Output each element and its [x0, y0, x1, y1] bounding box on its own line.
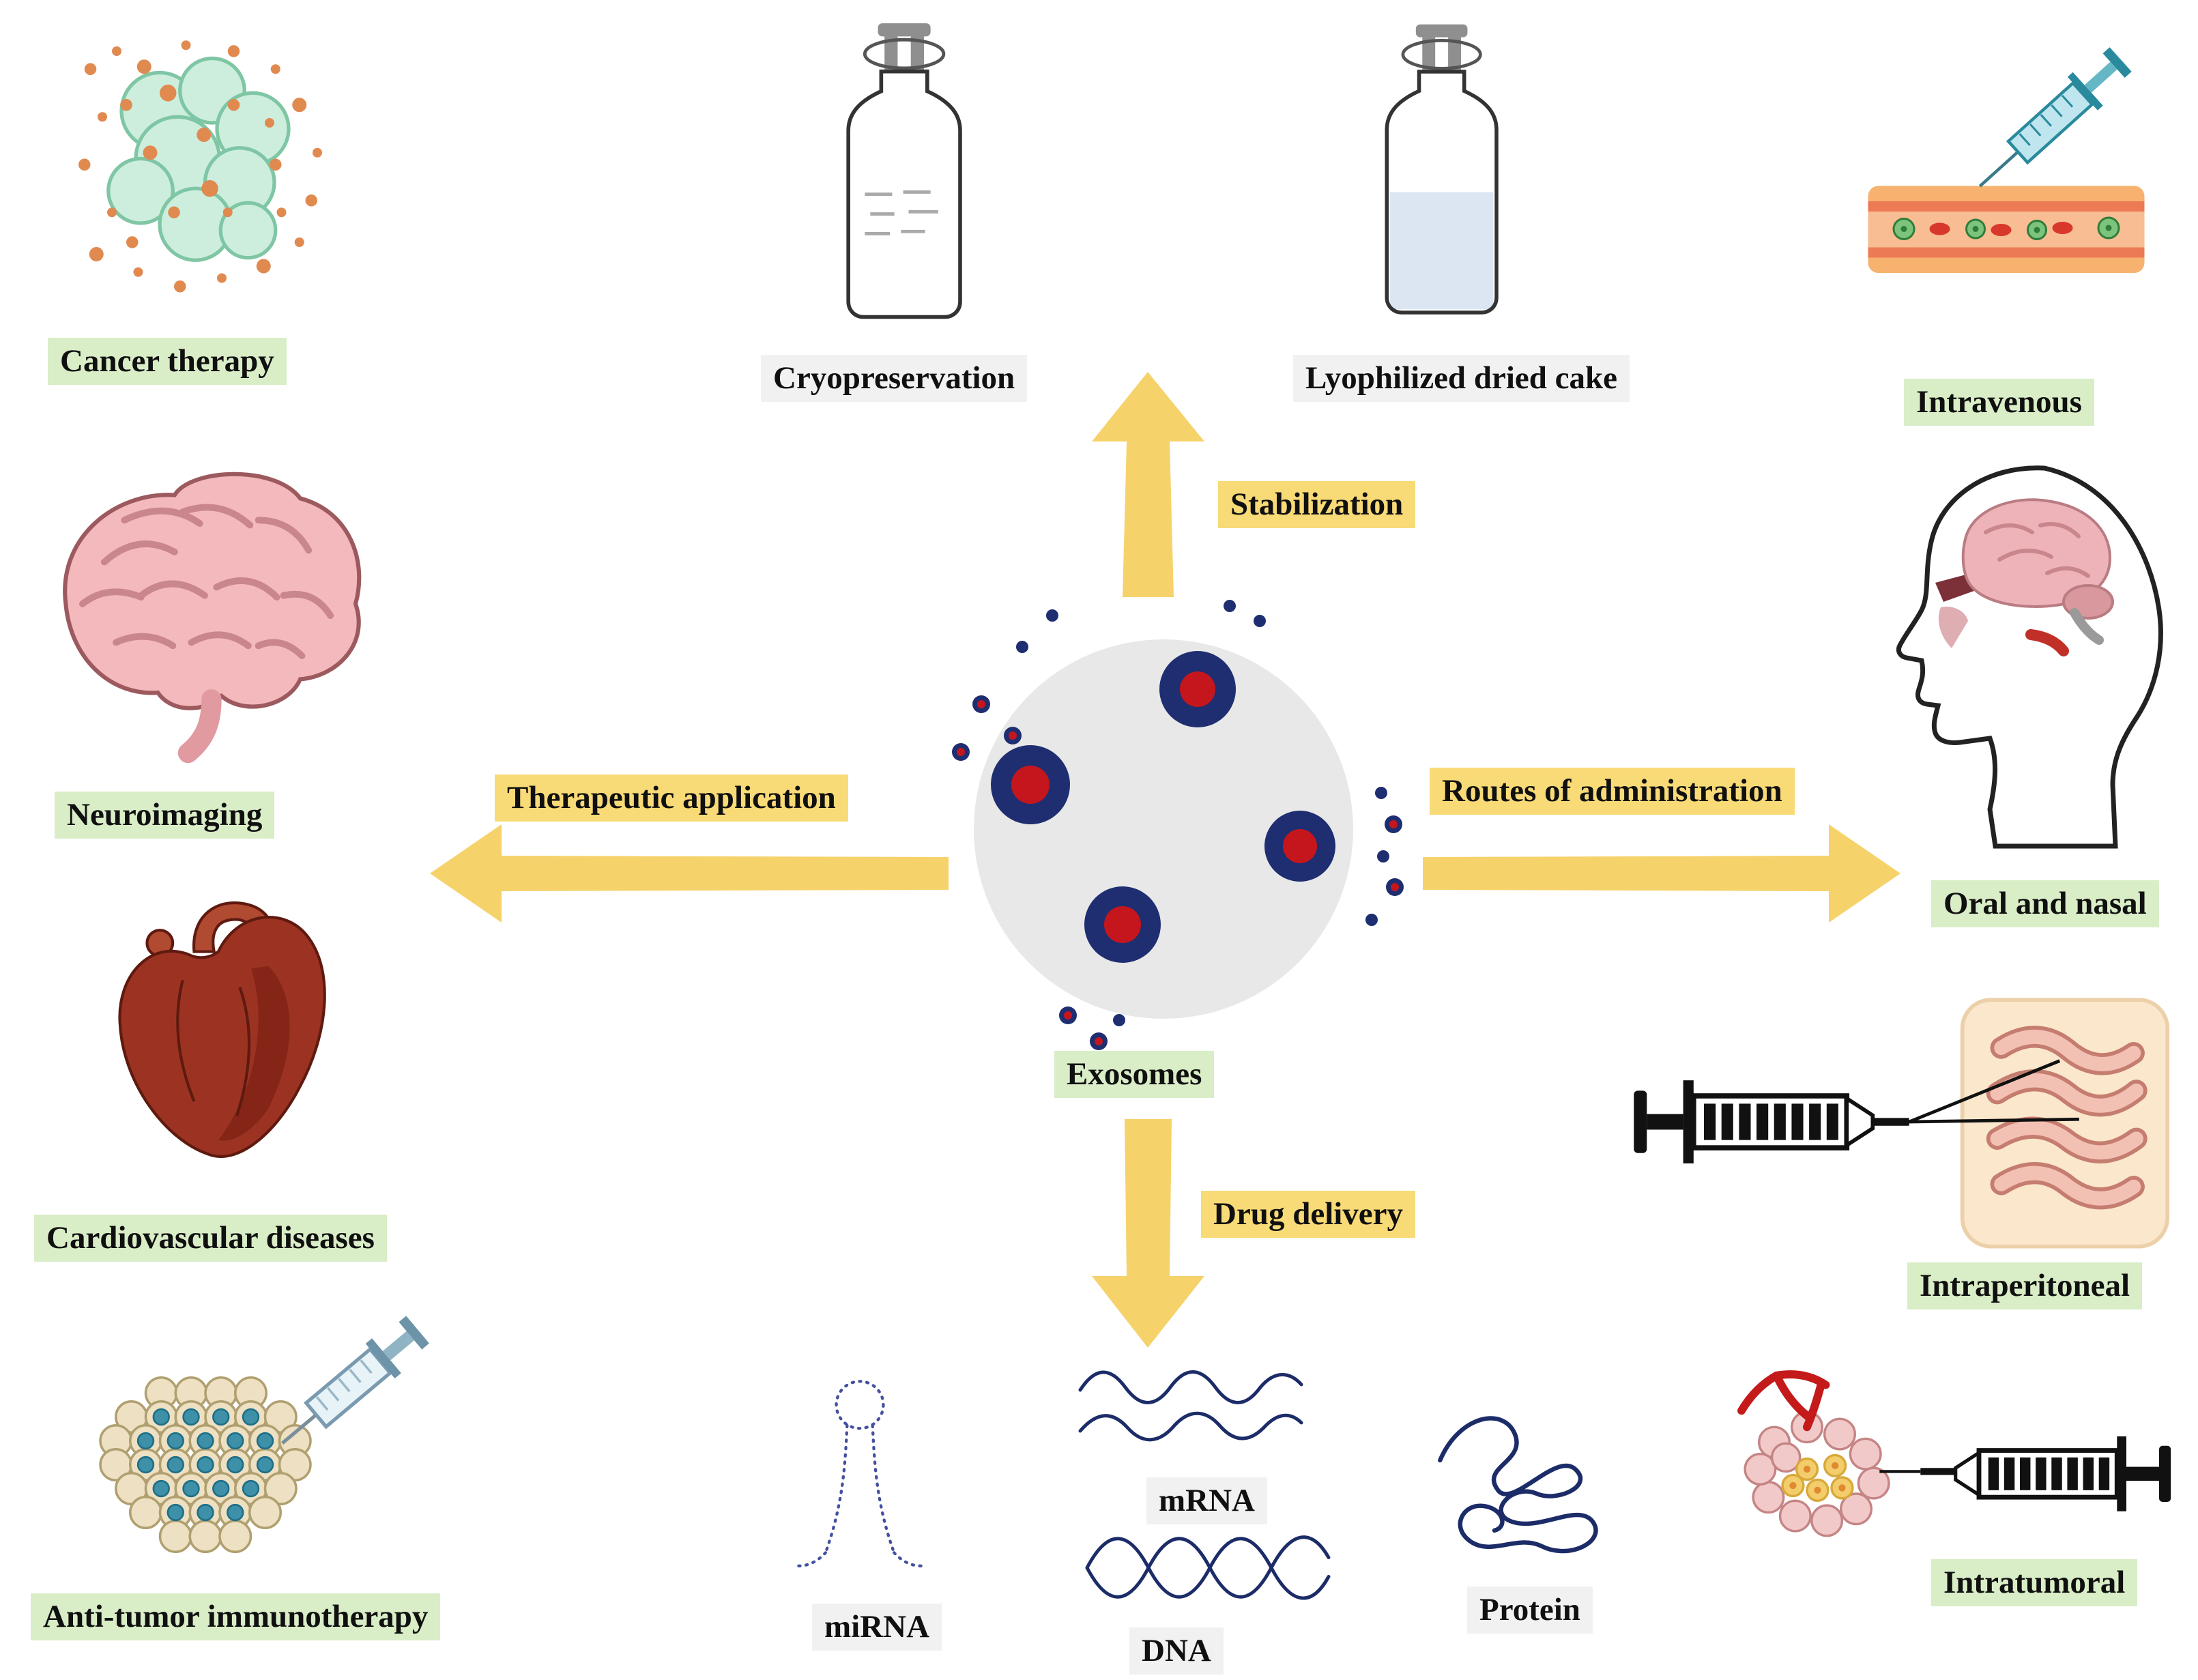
- label-neuroimaging: Neuroimaging: [55, 792, 275, 839]
- arrow-right-icon: [1423, 812, 1900, 935]
- tumor-injection-icon: [1699, 1355, 2177, 1559]
- label-intratumoral: Intratumoral: [1931, 1559, 2138, 1607]
- dna-helix-icon: [1082, 1522, 1334, 1614]
- label-stabilization: Stabilization: [1218, 481, 1416, 529]
- label-exosomes: Exosomes: [1054, 1051, 1215, 1099]
- label-oral-and-nasal: Oral and nasal: [1931, 880, 2159, 928]
- label-cancer-therapy: Cancer therapy: [48, 338, 287, 386]
- label-drug-delivery: Drug delivery: [1201, 1191, 1416, 1239]
- label-intravenous: Intravenous: [1904, 379, 2094, 426]
- heart-icon: [61, 880, 375, 1194]
- protein-fold-icon: [1419, 1399, 1631, 1583]
- label-cardiovascular-diseases: Cardiovascular diseases: [34, 1215, 387, 1262]
- label-anti-tumor-immunotherapy: Anti-tumor immunotherapy: [31, 1593, 441, 1641]
- arrow-left-icon: [430, 812, 949, 935]
- label-intraperitoneal: Intraperitoneal: [1907, 1262, 2143, 1310]
- label-cryopreservation: Cryopreservation: [761, 355, 1028, 403]
- mrna-strands-icon: [1075, 1351, 1307, 1467]
- tumor-syringe-icon: [34, 1300, 444, 1587]
- label-protein: Protein: [1467, 1587, 1593, 1634]
- exosome-graphic: [873, 580, 1447, 1085]
- label-lyophilized-dried-cake: Lyophilized dried cake: [1293, 355, 1630, 403]
- syringe-vein-icon: [1863, 14, 2150, 307]
- vial-liquid-icon: [1355, 17, 1532, 324]
- cancer-cells-icon: [55, 20, 341, 321]
- label-mrna: mRNA: [1146, 1477, 1267, 1525]
- mirna-hairpin-icon: [785, 1372, 935, 1597]
- syringe-abdomen-icon: [1631, 989, 2177, 1256]
- arrow-up-icon: [1085, 372, 1211, 597]
- arrow-down-icon: [1085, 1119, 1211, 1348]
- vial-empty-icon: [815, 14, 996, 331]
- head-profile-icon: [1870, 457, 2184, 853]
- brain-icon: [24, 444, 392, 764]
- label-therapeutic-application: Therapeutic application: [495, 774, 848, 822]
- label-dna: DNA: [1129, 1627, 1224, 1675]
- label-routes-of-administration: Routes of administration: [1430, 768, 1795, 815]
- label-mirna: miRNA: [812, 1604, 942, 1651]
